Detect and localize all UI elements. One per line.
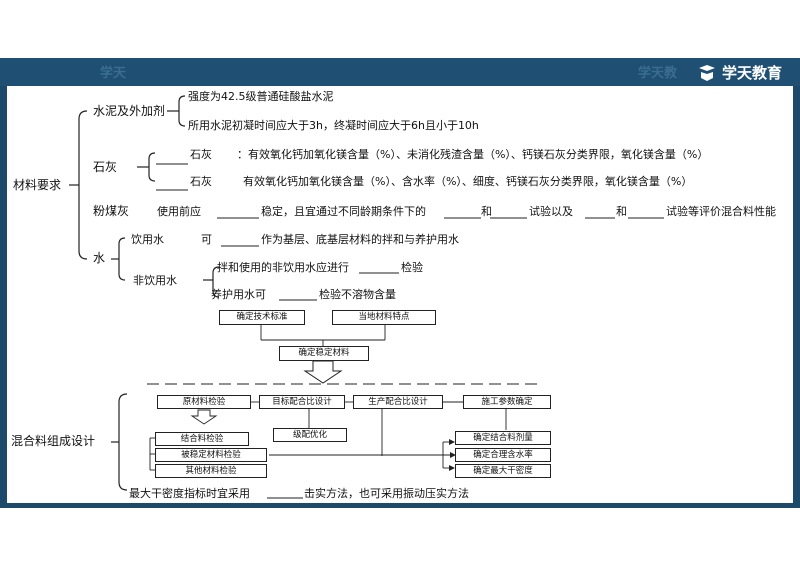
flow-box-gradation-optimize: 级配优化 [273, 428, 347, 442]
flyash-label: 粉煤灰 [93, 204, 130, 218]
nondrinking-item-1-text-2: 检验 [401, 261, 423, 274]
content-panel: 材料要求 水泥及外加剂 强度为42.5级普通硅酸盐水泥 所用水泥初凝时间应大于3… [7, 86, 793, 503]
flow-box-target-mix: 目标配合比设计 [259, 395, 345, 409]
materials-title: 材料要求 [13, 178, 62, 192]
lime-item-2-word: 石灰 [190, 175, 212, 188]
nondrinking-water-label: 非饮用水 [133, 274, 177, 287]
bracket-lines [69, 95, 664, 499]
lime-item-2-text: 有效氧化钙加氧化镁含量（%）、含水率（%）、细度、钙镁石灰分类界限，氧化镁含量（… [243, 175, 693, 188]
cement-item-1: 强度为42.5级普通硅酸盐水泥 [188, 90, 334, 103]
lime-label: 石灰 [93, 160, 118, 174]
mix-design-title: 混合料组成设计 [11, 434, 96, 448]
flow-box-stabilized-material-test: 被稳定材料检验 [155, 448, 267, 462]
drinking-water-label: 饮用水 [131, 233, 164, 246]
flow-box-water-content: 确定合理含水率 [455, 448, 551, 462]
lime-item-1-text: ：有效氧化钙加氧化镁含量（%）、未消化残渣含量（%）、钙镁石灰分类界限，氧化镁含… [237, 148, 709, 161]
header-ghost-text-right: 学天教 [638, 66, 678, 81]
flow-box-tech-standard: 确定技术标准 [219, 310, 305, 325]
flyash-text-2: 稳定，且宜通过不同龄期条件下的 [261, 205, 426, 218]
mix-bottom-text-2: 击实方法，也可采用振动压实方法 [304, 487, 469, 500]
mix-bottom-text-1: 最大干密度指标时宜采用 [129, 487, 250, 500]
cement-item-2: 所用水泥初凝时间应大于3h，终凝时间应大于6h且小于10h [188, 119, 479, 132]
header-bar [0, 58, 800, 86]
lime-item-1-word: 石灰 [190, 148, 212, 161]
brand-logo: 学天教育 [698, 62, 782, 83]
flow-box-production-mix: 生产配合比设计 [353, 395, 443, 409]
nondrinking-item-2-text-2: 检验不溶物含量 [319, 288, 396, 301]
flyash-text-3: 和 [481, 205, 492, 218]
flow-box-stable-material: 确定稳定材料 [279, 346, 369, 361]
drinking-water-text-1: 可 [201, 233, 212, 246]
drinking-water-text-2: 作为基层、底基层材料的拌和与养护用水 [261, 233, 459, 246]
flow-box-raw-material: 原材料检验 [157, 395, 251, 409]
flyash-text-6: 试验等评价混合料性能 [666, 205, 776, 218]
flow-box-binder-test: 结合料检验 [155, 432, 249, 446]
flow-box-local-material: 当地材料特点 [332, 310, 436, 325]
flow-box-binder-dosage: 确定结合料剂量 [455, 431, 551, 445]
header-ghost-text: 学天 [100, 66, 127, 81]
nondrinking-item-2-text-1: 养护用水可 [211, 288, 266, 301]
flow-box-other-material-test: 其他材料检验 [155, 464, 267, 478]
flyash-text-5: 和 [616, 205, 627, 218]
logo-icon [698, 64, 715, 81]
logo-text: 学天教育 [721, 64, 782, 82]
flow-box-construction-params: 施工参数确定 [463, 395, 551, 409]
water-label: 水 [93, 251, 106, 265]
nondrinking-item-1-text-1: 拌和使用的非饮用水应进行 [217, 261, 349, 274]
cement-label: 水泥及外加剂 [93, 104, 166, 118]
flow-box-max-dry-density: 确定最大干密度 [455, 464, 551, 478]
flyash-text-1: 使用前应 [157, 205, 201, 218]
flyash-text-4: 试验以及 [529, 205, 573, 218]
